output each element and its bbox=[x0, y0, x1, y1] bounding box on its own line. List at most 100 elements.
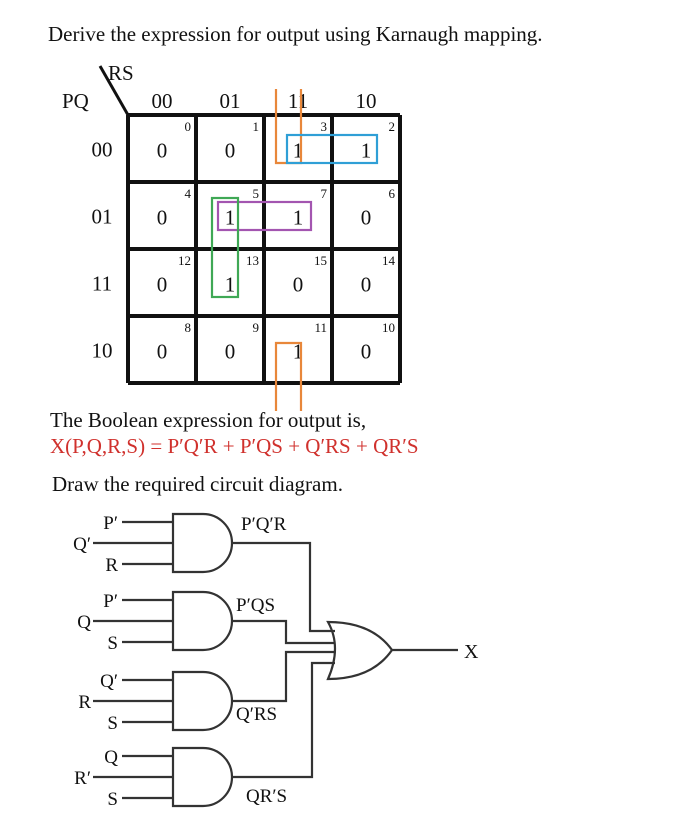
kmap-col-header: 01 bbox=[220, 89, 241, 113]
kmap-cell-value: 0 bbox=[293, 273, 304, 297]
kmap-corner-diagonal bbox=[98, 65, 130, 116]
kmap-cell: 06 bbox=[361, 186, 396, 230]
or-gate-body bbox=[326, 620, 394, 681]
kmap-cell: 12 bbox=[361, 119, 395, 163]
kmap-cell: 0 14 bbox=[361, 253, 396, 297]
kmap-row-header: 11 bbox=[92, 272, 112, 296]
boolean-expression: X(P,Q,R,S) = P′Q′R + P′QS + Q′RS + QR′S bbox=[50, 434, 419, 458]
kmap-minterm-index: 3 bbox=[321, 119, 328, 134]
input-label: Q bbox=[104, 747, 118, 768]
circuit-intro: Draw the required circuit diagram. bbox=[52, 472, 343, 496]
kmap-cell: 0 12 bbox=[157, 253, 191, 297]
kmap-minterm-index: 6 bbox=[389, 186, 396, 201]
expression-intro: The Boolean expression for output is, bbox=[50, 408, 367, 432]
kmap-minterm-index: 8 bbox=[185, 320, 192, 335]
input-label: R bbox=[78, 692, 91, 713]
kmap-cell-value: 0 bbox=[361, 273, 372, 297]
kmap-cell: 0 10 bbox=[361, 320, 395, 364]
kmap-cell-value: 1 bbox=[293, 340, 304, 364]
kmap-cell-value: 1 bbox=[225, 273, 236, 297]
kmap-cell-value: 0 bbox=[361, 340, 372, 364]
input-label: R bbox=[105, 555, 118, 576]
gate-output-label: QR′S bbox=[246, 786, 287, 807]
output-label: X bbox=[464, 641, 479, 663]
kmap-cell-value: 1 bbox=[293, 139, 304, 163]
and-gate-body bbox=[171, 590, 234, 652]
kmap-orange-group bbox=[274, 341, 303, 411]
kmap-cell: 1 13 bbox=[225, 253, 259, 297]
kmap-minterm-index: 15 bbox=[314, 253, 327, 268]
input-label: P′ bbox=[103, 591, 118, 612]
kmap-minterm-index: 0 bbox=[185, 119, 192, 134]
kmap-cell-value: 0 bbox=[157, 340, 168, 364]
gate-output-wire bbox=[232, 650, 335, 703]
input-label: R′ bbox=[74, 768, 91, 789]
input-label: S bbox=[107, 713, 118, 734]
kmap-cell-value: 0 bbox=[361, 206, 372, 230]
kmap-row-var-label: PQ bbox=[62, 89, 89, 113]
and-gate: P′Q′RP′Q′R bbox=[73, 512, 287, 576]
input-label: P′ bbox=[103, 513, 118, 534]
and-gate-body bbox=[171, 746, 234, 808]
kmap-cell-value: 0 bbox=[225, 139, 236, 163]
kmap-green-group bbox=[210, 196, 240, 299]
kmap-cell-value: 0 bbox=[157, 273, 168, 297]
kmap-minterm-index: 7 bbox=[321, 186, 328, 201]
kmap-cell: 13 bbox=[293, 119, 327, 163]
and-gate: P′QSP′QS bbox=[77, 590, 275, 654]
kmap-minterm-index: 5 bbox=[253, 186, 260, 201]
kmap-cell: 111 bbox=[293, 320, 327, 364]
gate-output-wire bbox=[232, 541, 335, 633]
input-label: Q bbox=[77, 612, 91, 633]
or-gate: X bbox=[326, 620, 479, 681]
kmap-minterm-index: 10 bbox=[382, 320, 395, 335]
kmap-col-header: 10 bbox=[356, 89, 377, 113]
kmap-cell: 04 bbox=[157, 186, 192, 230]
kmap-cell-value: 0 bbox=[157, 206, 168, 230]
input-label: S bbox=[107, 789, 118, 810]
input-label: Q′ bbox=[100, 671, 118, 692]
kmap-cell: 17 bbox=[293, 186, 328, 230]
gate-output-wire bbox=[232, 619, 335, 645]
kmap-minterm-index: 2 bbox=[389, 119, 396, 134]
kmap-cell-value: 1 bbox=[293, 206, 304, 230]
kmap-minterm-index: 1 bbox=[253, 119, 260, 134]
and-gate-body bbox=[171, 512, 234, 574]
gate-output-label: P′Q′R bbox=[241, 514, 287, 535]
kmap-cell-value: 1 bbox=[361, 139, 372, 163]
kmap-row-header: 10 bbox=[92, 339, 113, 363]
kmap-cell: 00 bbox=[157, 119, 191, 163]
gate-output-label: P′QS bbox=[236, 595, 275, 616]
kmap-minterm-index: 9 bbox=[253, 320, 260, 335]
gate-output-wire bbox=[232, 661, 335, 779]
kmap-cell: 09 bbox=[225, 320, 259, 364]
kmap-col-header: 11 bbox=[288, 89, 308, 113]
kmap-cell: 15 bbox=[225, 186, 259, 230]
kmap-col-var-label: RS bbox=[108, 61, 134, 85]
heading: Derive the expression for output using K… bbox=[48, 22, 543, 46]
kmap-minterm-index: 12 bbox=[178, 253, 191, 268]
kmap-cell: 01 bbox=[225, 119, 259, 163]
input-label: S bbox=[107, 633, 118, 654]
input-label: Q′ bbox=[73, 534, 91, 555]
kmap-row-header: 00 bbox=[92, 138, 113, 162]
kmap-minterm-index: 14 bbox=[382, 253, 396, 268]
kmap-cell-value: 1 bbox=[225, 206, 236, 230]
kmap-minterm-index: 11 bbox=[314, 320, 327, 335]
kmap-minterm-index: 4 bbox=[185, 186, 192, 201]
kmap-cell-value: 0 bbox=[225, 340, 236, 364]
kmap-cell: 0 15 bbox=[293, 253, 327, 297]
kmap-cell: 08 bbox=[157, 320, 191, 364]
kmap-col-header: 00 bbox=[152, 89, 173, 113]
kmap-cell-value: 0 bbox=[157, 139, 168, 163]
and-gate-body bbox=[171, 670, 234, 732]
kmap-row-header: 01 bbox=[92, 205, 113, 229]
kmap-minterm-index: 13 bbox=[246, 253, 259, 268]
kmap-purple-group bbox=[216, 200, 313, 232]
kmap-blue-group bbox=[285, 133, 379, 165]
gate-output-label: Q′RS bbox=[236, 704, 277, 725]
